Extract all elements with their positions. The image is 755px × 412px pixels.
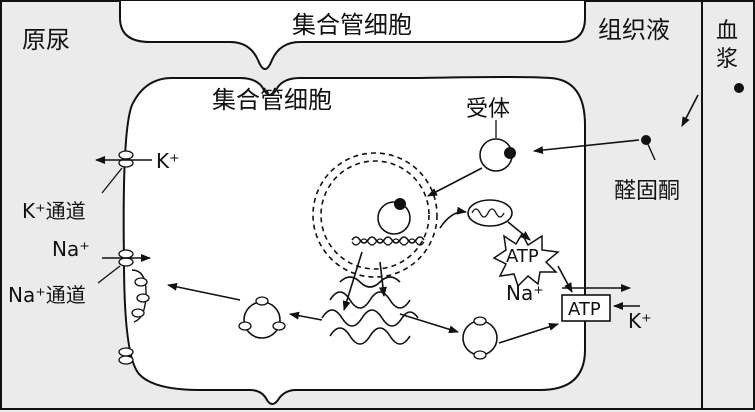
inserting-channel-1 xyxy=(134,277,148,287)
receptor-complex-nuclear xyxy=(377,201,411,235)
arrow-er-to-vesicle xyxy=(289,311,323,321)
label-atp-1: ATP xyxy=(506,246,539,267)
arrow-nucleus-to-mito xyxy=(439,206,467,229)
er-fold-2 xyxy=(321,309,419,327)
arrow-vesicle-to-membrane xyxy=(167,282,241,301)
vesicle-left xyxy=(243,301,281,339)
nucleus-outer xyxy=(312,152,438,278)
vesicle-channel-left xyxy=(238,321,252,331)
main-cell xyxy=(122,76,586,405)
insertion-membrane xyxy=(131,269,147,323)
dna xyxy=(351,236,425,244)
arrow-receptor-to-nucleus xyxy=(427,167,483,197)
label-na-right: Na⁺ xyxy=(506,281,544,305)
arrow-dna-to-er-1 xyxy=(342,251,363,311)
aldosterone-leader xyxy=(645,139,656,161)
arrow-plasma-to-tissue xyxy=(681,94,699,127)
label-na-channel: Na⁺通道 xyxy=(8,283,86,307)
er-fold-4 xyxy=(339,276,401,288)
inserting-channel-3 xyxy=(131,308,145,318)
er-fold-3 xyxy=(329,327,411,345)
na-channel-bottom xyxy=(118,257,134,267)
label-plasma-1: 血浆 xyxy=(716,19,738,72)
label-k-right: K⁺ xyxy=(628,309,652,333)
top-cell xyxy=(119,0,586,70)
plasma-char-2: 浆 xyxy=(716,47,738,72)
label-top-cell: 集合管细胞 xyxy=(292,11,412,39)
plasma-char-1: 血 xyxy=(716,19,738,44)
arrow-mito-to-atp xyxy=(507,221,531,241)
channel-lower-bottom xyxy=(118,355,134,365)
mitochondrion-cristae xyxy=(471,208,505,218)
vesicle-right-channel-top xyxy=(473,316,487,326)
label-atp-2: ATP xyxy=(568,299,601,320)
k-channel-bottom xyxy=(118,158,134,168)
label-primary-urine: 原尿 xyxy=(22,26,70,54)
arrow-aldosterone-to-receptor xyxy=(533,139,640,155)
arrow-er-to-vesicle-right xyxy=(399,313,459,334)
hormone-dot-nuclear xyxy=(394,198,406,210)
vesicle-channel-top xyxy=(255,296,269,306)
vesicle-right xyxy=(462,320,498,356)
leader-na-channel xyxy=(97,265,121,284)
pump-box xyxy=(561,294,611,322)
label-aldosterone: 醛固酮 xyxy=(614,179,680,204)
arrow-dna-to-er-2 xyxy=(378,261,387,297)
label-k-channel: K⁺通道 xyxy=(22,199,86,223)
label-k-left: K⁺ xyxy=(156,149,180,173)
k-channel-top xyxy=(118,150,134,160)
dna-strand-2 xyxy=(351,238,425,246)
label-tissue-fluid: 组织液 xyxy=(598,16,670,44)
mitochondrion xyxy=(467,199,513,227)
label-na-left: Na⁺ xyxy=(52,237,90,261)
label-main-cell: 集合管细胞 xyxy=(212,86,332,114)
label-receptor: 受体 xyxy=(466,97,510,122)
arrow-vesicle-to-pump xyxy=(498,322,559,344)
channel-lower-top xyxy=(118,347,134,357)
atp-starburst xyxy=(492,232,560,288)
vesicle-right-channel-bottom xyxy=(473,350,487,360)
leader-k-channel xyxy=(101,167,123,194)
hormone-dot-cytoplasm xyxy=(504,147,516,159)
nucleus-inner xyxy=(320,160,430,270)
inserting-channel-2 xyxy=(136,293,150,303)
er-fold-1 xyxy=(329,291,411,309)
na-channel-top xyxy=(118,249,134,259)
plasma-molecule xyxy=(734,83,744,93)
vesicle-channel-right xyxy=(272,321,286,331)
